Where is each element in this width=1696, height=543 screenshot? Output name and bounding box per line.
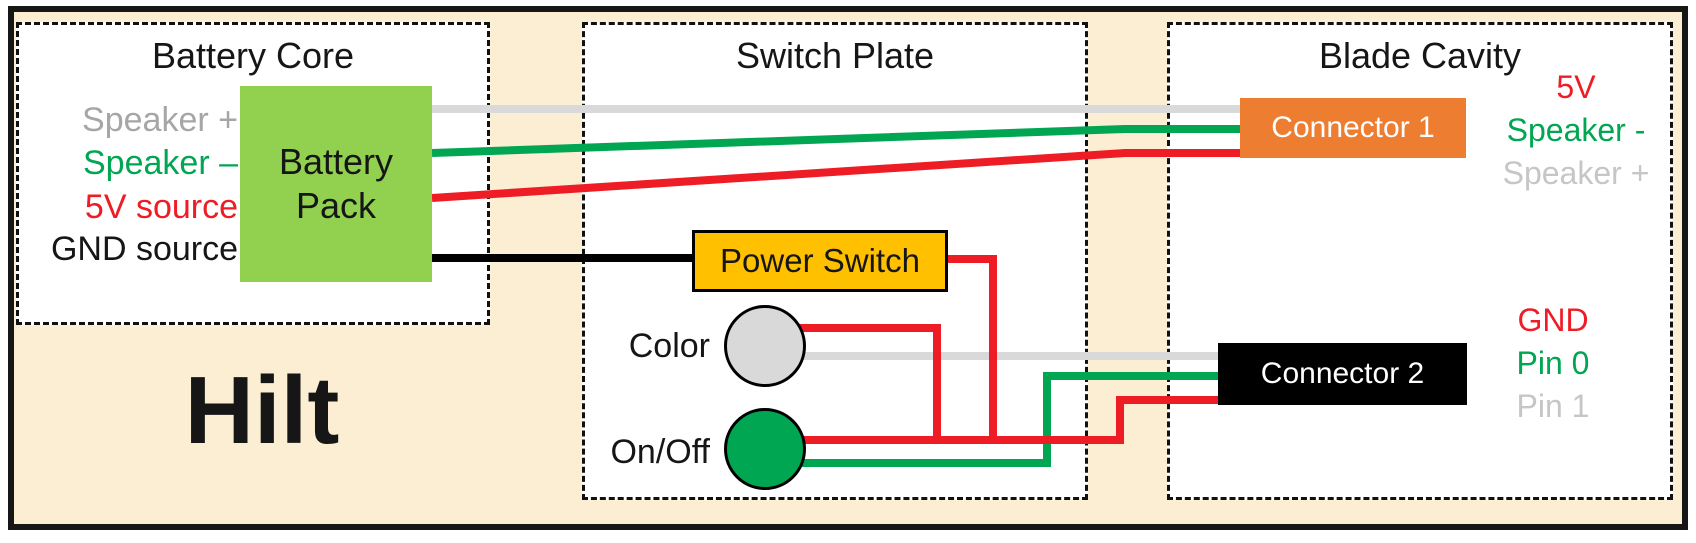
label-c2-pin1: Pin 1 [1516,388,1590,424]
wire-red-power-switch-drop [944,255,997,444]
label-c1-speaker-minus: Speaker - [1506,112,1646,148]
battery-pack-label-line1: Battery [278,141,394,182]
battery-pack-label: Battery Pack [279,140,393,228]
diagram-title: Hilt [184,357,340,464]
label-speaker-minus-source: Speaker – [83,144,238,182]
connector-1-label: Connector 1 [1271,111,1435,144]
connector-1: Connector 1 [1240,98,1466,158]
label-c2-pin0: Pin 0 [1516,345,1590,381]
section-title-blade-cavity: Blade Cavity [1318,35,1522,76]
label-color-button: Color [628,327,710,365]
label-5v-source: 5V source [84,188,238,226]
wire-speaker-minus-battery-to-connector1 [431,125,1252,157]
label-c1-speaker-plus: Speaker + [1502,155,1650,191]
label-gnd-source: GND source [50,230,238,268]
connector-2-pin-labels: GND Pin 0 Pin 1 [1447,299,1659,428]
wire-gnd-onoff-to-connector2 [798,396,1230,444]
power-switch: Power Switch [692,230,948,292]
battery-pack: Battery Pack [240,86,432,282]
section-title-switch-plate: Switch Plate [735,35,935,76]
label-c2-gnd: GND [1517,302,1589,338]
connector-2-label: Connector 2 [1260,357,1425,390]
onoff-button-circle [724,408,806,490]
section-title-battery-core: Battery Core [151,35,355,76]
wire-red-color-button-drop [795,324,941,444]
label-c1-5v: 5V [1556,69,1596,105]
color-button-circle [724,305,806,387]
label-speaker-plus-source: Speaker + [82,101,238,139]
wire-pin0-onoff-to-connector2 [795,372,1230,467]
connector-2: Connector 2 [1218,343,1467,405]
power-switch-label: Power Switch [720,242,920,279]
connector-1-pin-labels: 5V Speaker - Speaker + [1470,66,1682,195]
label-onoff-button: On/Off [610,433,710,471]
battery-pack-label-line2: Pack [295,185,377,226]
wire-5v-battery-to-connector1 [431,149,1252,202]
